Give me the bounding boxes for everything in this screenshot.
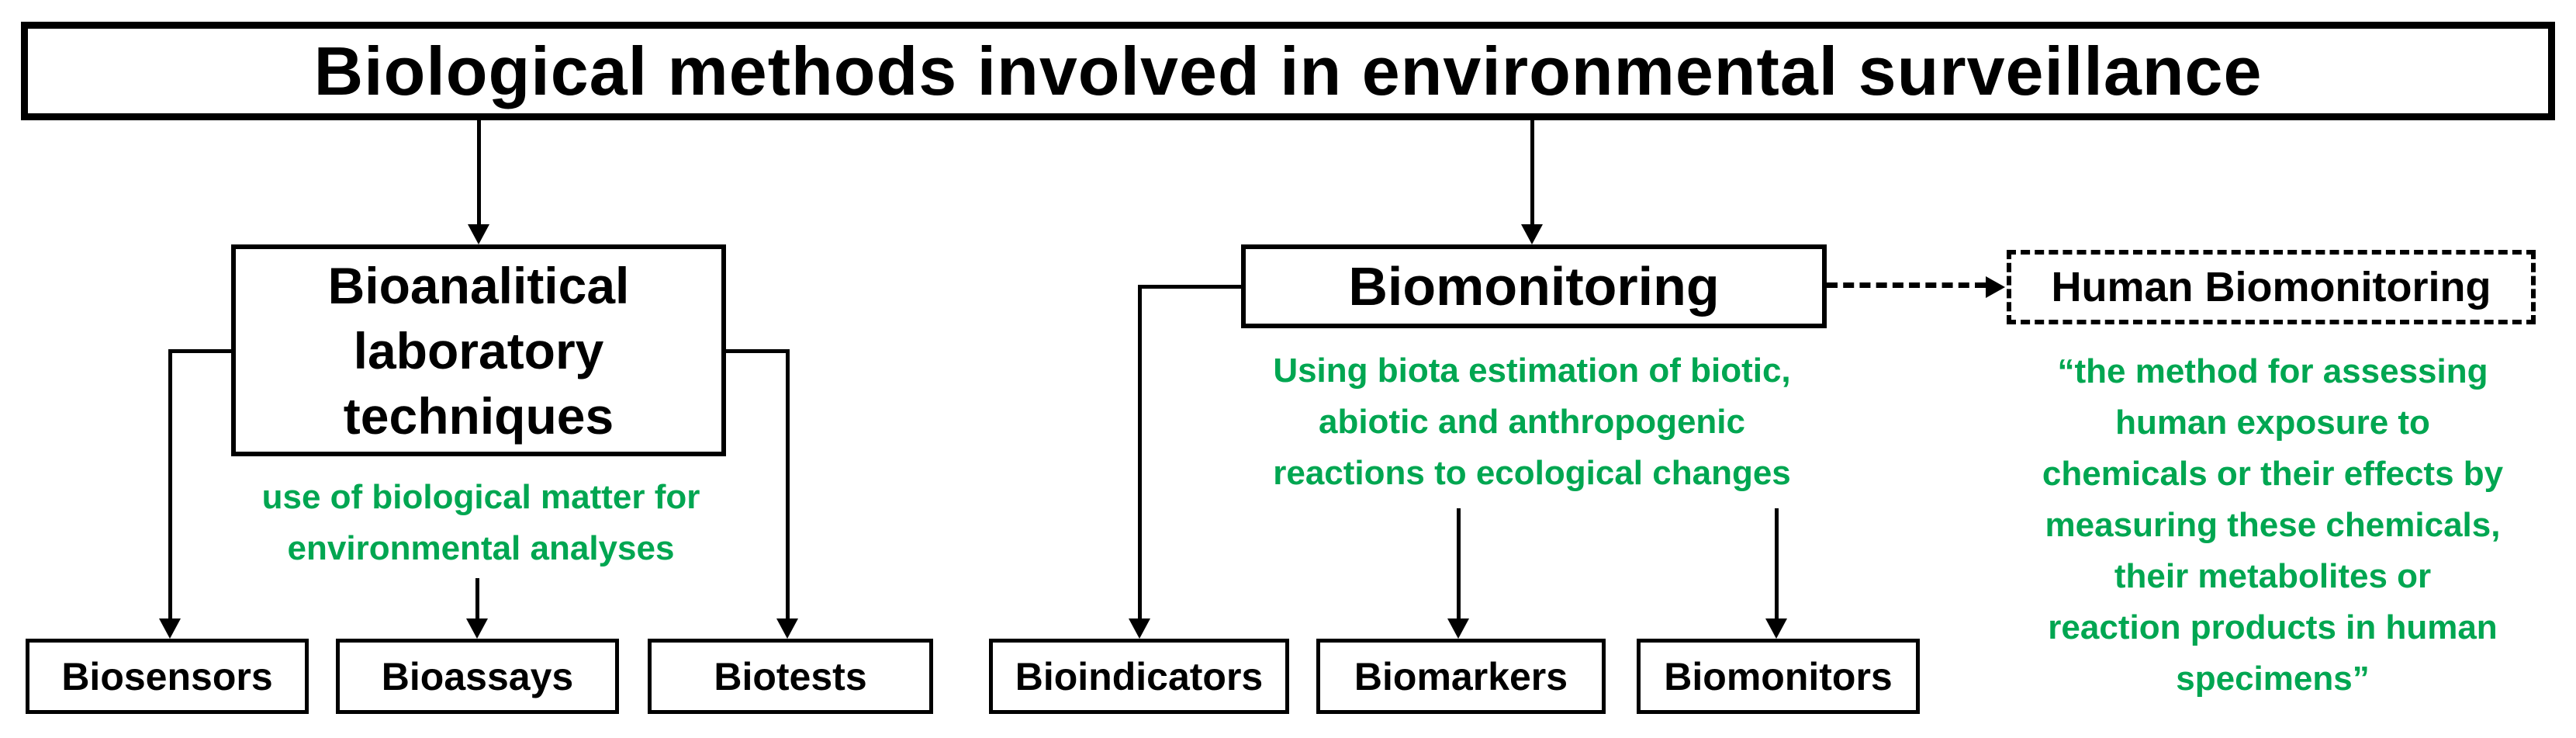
leaf-label: Biotests bbox=[714, 654, 867, 698]
biomonitors-node: Biomonitors bbox=[1637, 639, 1920, 714]
biomarkers-node: Biomarkers bbox=[1316, 639, 1606, 714]
arrowhead-down-icon bbox=[776, 618, 798, 639]
connector-biomonitoring-to-biomarkers bbox=[1457, 508, 1461, 621]
leaf-label: Biomonitors bbox=[1664, 654, 1893, 698]
leaf-label: Bioindicators bbox=[1015, 654, 1264, 698]
definition-line: specimens” bbox=[2176, 660, 2370, 698]
human-biomonitoring-node: Human Biomonitoring bbox=[2007, 250, 2536, 324]
definition-line: “the method for assessing bbox=[2057, 352, 2488, 390]
arrowhead-down-icon bbox=[468, 224, 489, 244]
title-bar: Biological methods involved in environme… bbox=[21, 22, 2555, 120]
description-line: Using biota estimation of biotic, bbox=[1273, 352, 1791, 390]
biomonitoring-node: Biomonitoring bbox=[1241, 244, 1827, 328]
description-line: use of biological matter for bbox=[261, 478, 700, 516]
description-line: abiotic and anthropogenic bbox=[1318, 403, 1746, 441]
definition-line: measuring these chemicals, bbox=[2045, 506, 2501, 544]
leaf-label: Bioassays bbox=[381, 654, 574, 698]
definition-line: their metabolites or bbox=[2114, 557, 2432, 595]
biomonitoring-description: Using biota estimation of biotic, abioti… bbox=[1218, 345, 1846, 499]
page-title: Biological methods involved in environme… bbox=[313, 32, 2263, 109]
bioindicators-node: Bioindicators bbox=[989, 639, 1289, 714]
description-line: environmental analyses bbox=[287, 529, 675, 567]
definition-line: human exposure to bbox=[2115, 404, 2430, 442]
bioanalytical-node: Bioanalitical laboratory techniques bbox=[231, 244, 726, 456]
leaf-label: Biomarkers bbox=[1354, 654, 1568, 698]
connector-title-to-biomonitoring bbox=[1530, 120, 1534, 229]
connector-bioanalytical-to-bioassays bbox=[475, 578, 479, 621]
arrowhead-down-icon bbox=[1765, 618, 1787, 639]
arrowhead-down-icon bbox=[466, 618, 488, 639]
bioanalytical-label-line: laboratory bbox=[353, 321, 604, 379]
connector-biomonitoring-to-human-biomonitoring bbox=[1827, 282, 1986, 288]
bioanalytical-label-line: techniques bbox=[343, 386, 614, 445]
biotests-node: Biotests bbox=[648, 639, 933, 714]
arrowhead-down-icon bbox=[1447, 618, 1469, 639]
human-biomonitoring-definition: “the method for assessing human exposure… bbox=[1993, 346, 2552, 705]
definition-line: chemicals or their effects by bbox=[2042, 455, 2504, 493]
biosensors-node: Biosensors bbox=[26, 639, 309, 714]
description-line: reactions to ecological changes bbox=[1273, 454, 1791, 492]
connector-bioanalytical-to-biosensors bbox=[168, 349, 234, 353]
arrowhead-down-icon bbox=[1521, 224, 1543, 244]
connector-bioanalytical-to-biosensors bbox=[168, 349, 172, 618]
bioanalytical-description: use of biological matter for environment… bbox=[194, 472, 768, 574]
connector-title-to-bioanalytical bbox=[477, 120, 481, 229]
arrowhead-down-icon bbox=[1129, 618, 1150, 639]
arrowhead-down-icon bbox=[159, 618, 181, 639]
biomonitoring-label: Biomonitoring bbox=[1348, 256, 1720, 317]
leaf-label: Biosensors bbox=[61, 654, 273, 698]
definition-line: reaction products in human bbox=[2048, 608, 2498, 646]
arrowhead-right-icon bbox=[1986, 276, 2005, 298]
bioassays-node: Bioassays bbox=[336, 639, 619, 714]
human-biomonitoring-label: Human Biomonitoring bbox=[2051, 264, 2491, 310]
connector-biomonitoring-to-bioindicators bbox=[1138, 285, 1142, 618]
connector-biomonitoring-to-bioindicators bbox=[1138, 285, 1241, 289]
connector-bioanalytical-to-biotests bbox=[786, 349, 790, 618]
connector-bioanalytical-to-biotests bbox=[726, 349, 790, 353]
connector-biomonitoring-to-biomonitors bbox=[1775, 508, 1779, 621]
bioanalytical-label-line: Bioanalitical bbox=[327, 256, 630, 314]
